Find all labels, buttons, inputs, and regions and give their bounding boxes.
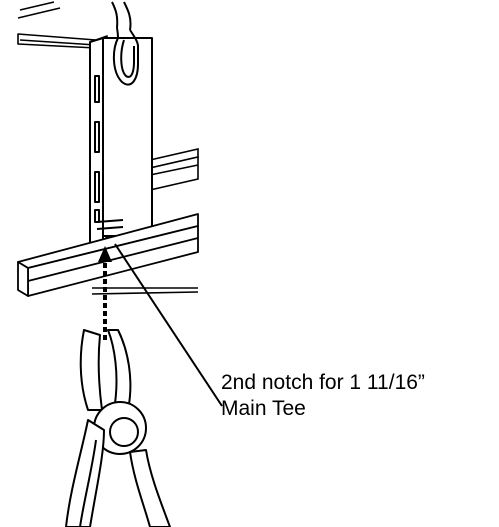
dotted-arrow — [98, 246, 112, 340]
tin-snips-icon — [65, 329, 171, 527]
callout-line-1: 2nd notch for 1 11/16” — [221, 371, 425, 394]
notch-callout-label: 2nd notch for 1 11/16” Main Tee — [221, 370, 491, 422]
hanger-wire — [111, 1, 139, 86]
main-tee-rail-lower — [17, 213, 199, 297]
ceiling-panel-top-left — [17, 1, 61, 19]
main-tee-rail-upper — [149, 147, 199, 192]
leader-line — [114, 243, 223, 407]
hanger-bracket — [89, 37, 153, 253]
callout-line-2: Main Tee — [221, 397, 306, 420]
